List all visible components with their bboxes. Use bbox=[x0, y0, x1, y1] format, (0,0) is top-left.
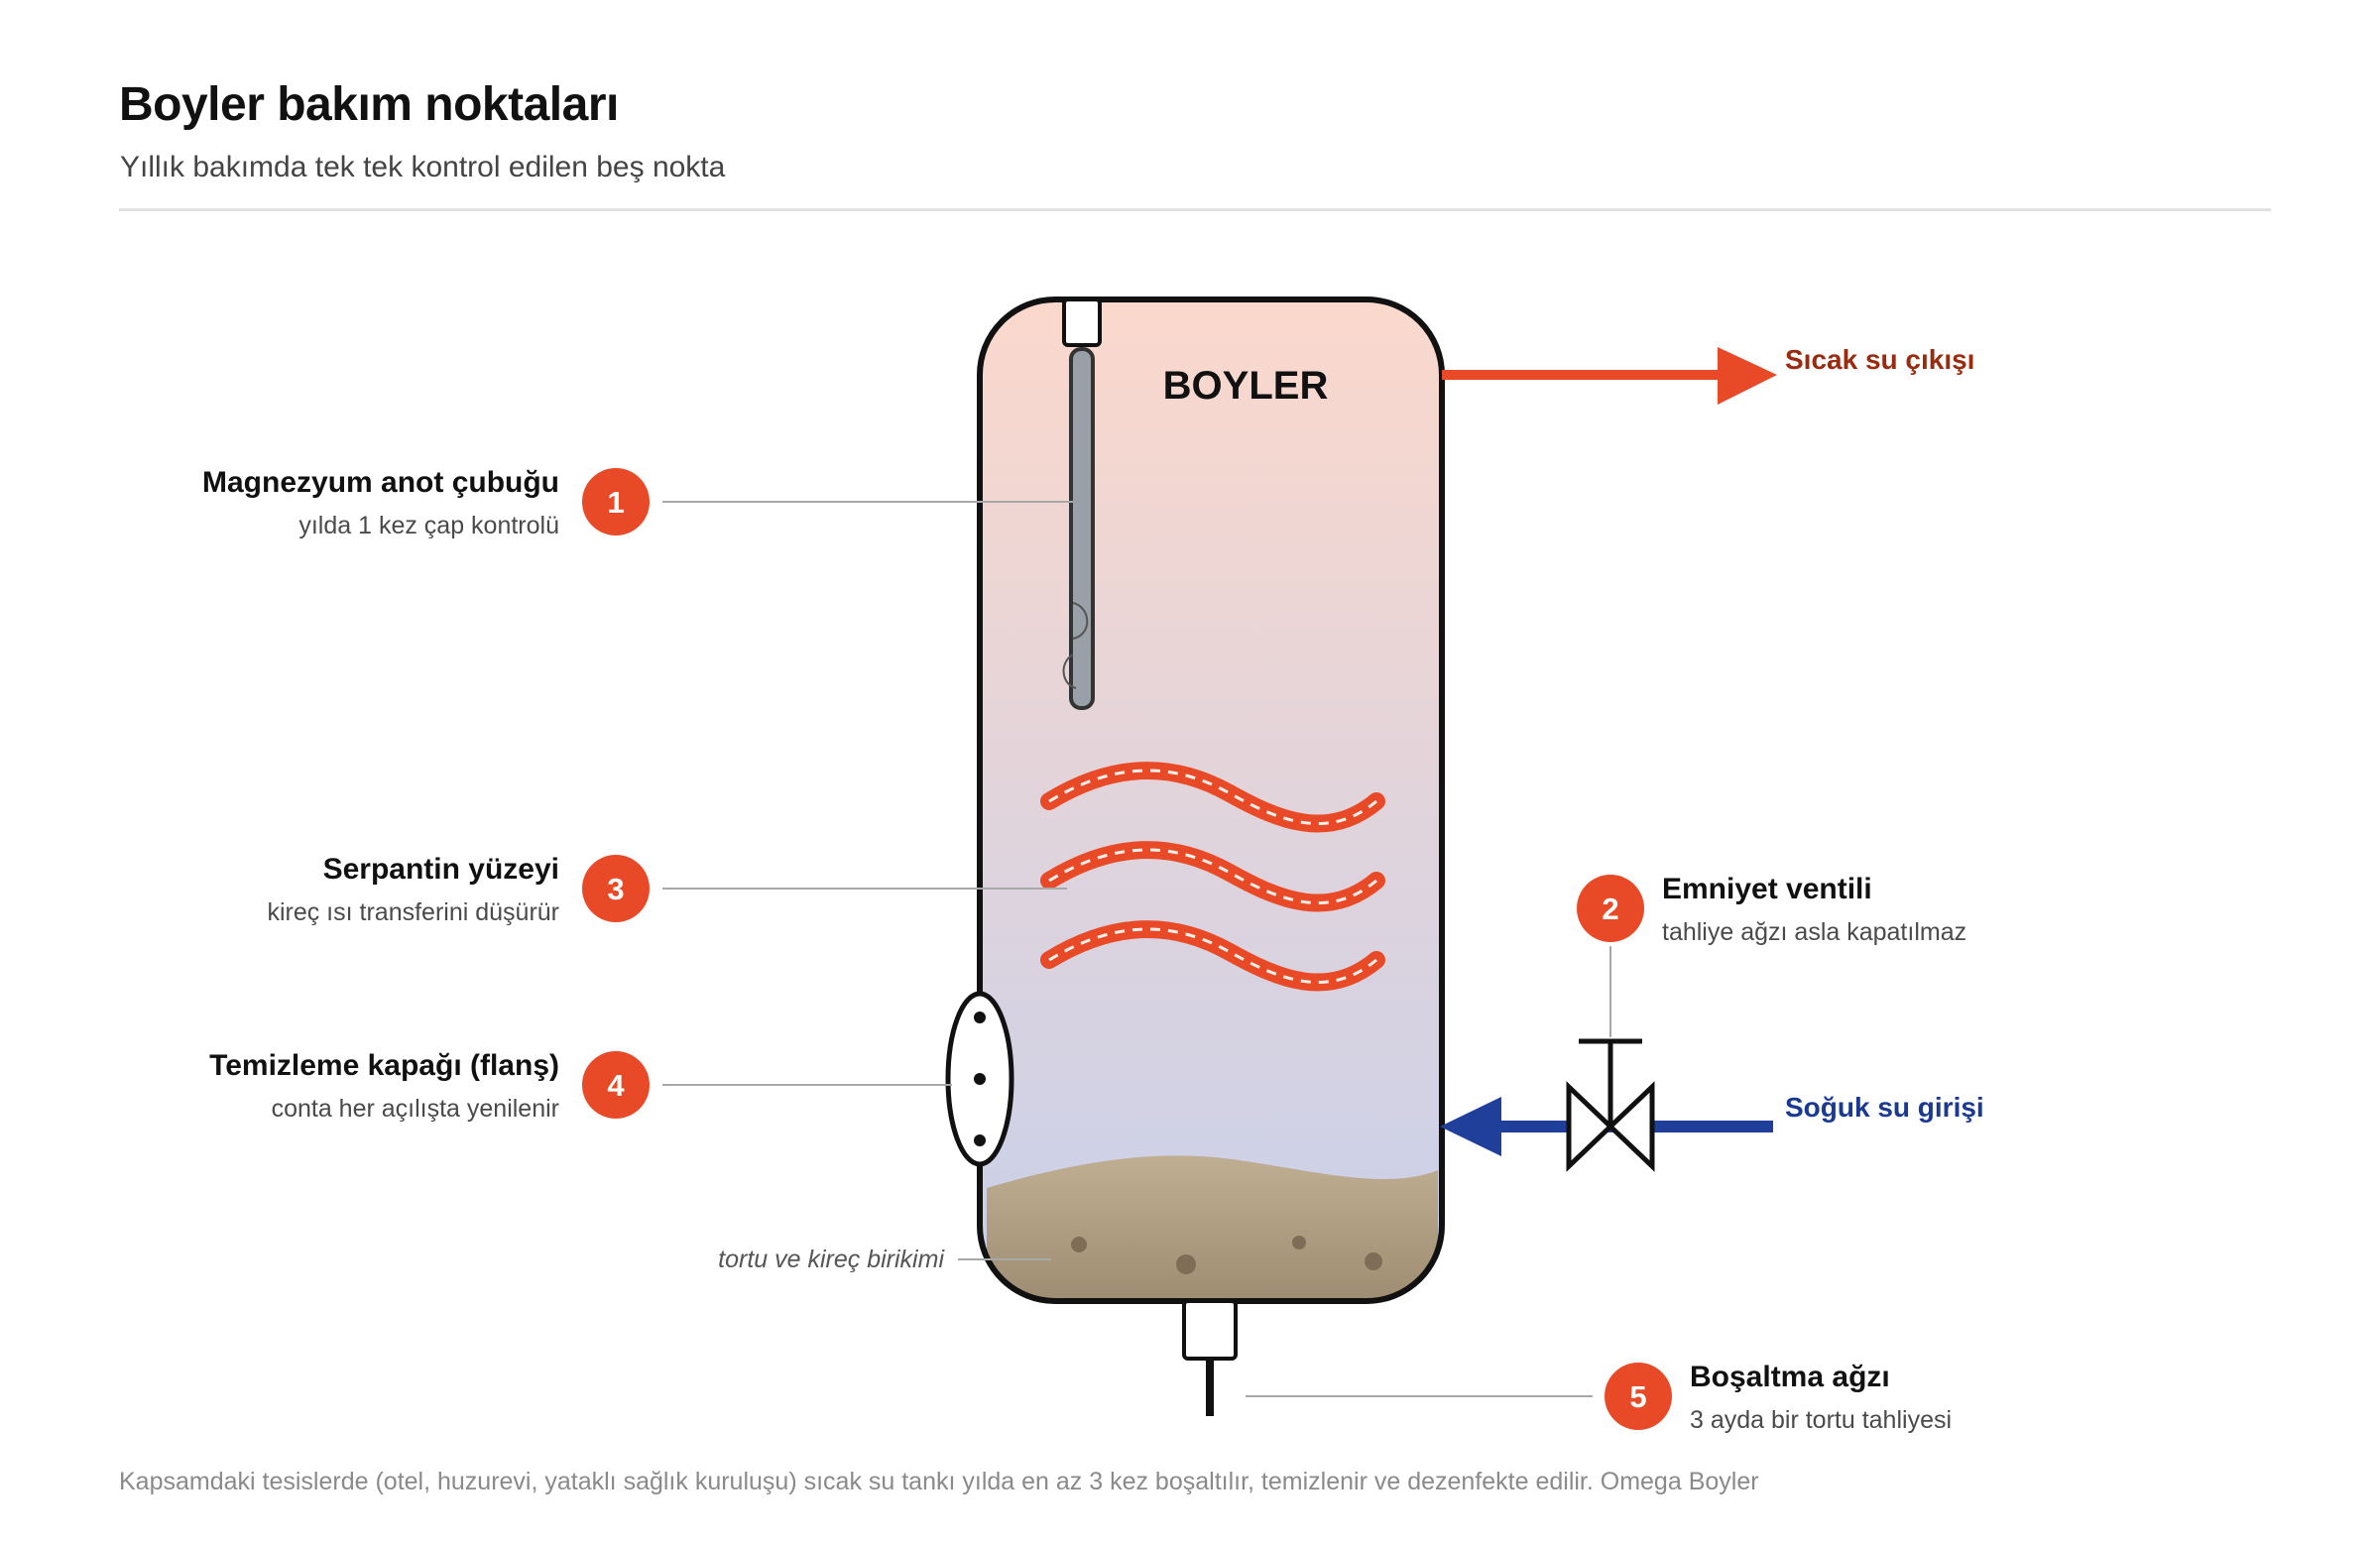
point-3-note: kireç ısı transferini düşürür bbox=[267, 898, 559, 926]
drain-icon bbox=[1182, 1299, 1238, 1416]
page-subtitle: Yıllık bakımda tek tek kontrol edilen be… bbox=[120, 151, 726, 183]
badge-3: 3 bbox=[582, 855, 650, 922]
page-title: Boyler bakım noktaları bbox=[119, 78, 619, 131]
cold-water-label: Soğuk su girişi bbox=[1785, 1092, 1984, 1123]
safety-valve-icon bbox=[1566, 1038, 1655, 1172]
svg-text:3: 3 bbox=[607, 872, 624, 906]
tank-label: BOYLER bbox=[1163, 364, 1329, 408]
point-5-note: 3 ayda bir tortu tahliyesi bbox=[1690, 1406, 1952, 1434]
badge-4: 4 bbox=[582, 1051, 650, 1119]
point-4-note: conta her açılışta yenilenir bbox=[272, 1095, 559, 1123]
badge-2: 2 bbox=[1577, 875, 1644, 942]
flange-icon bbox=[945, 991, 1014, 1167]
badge-5: 5 bbox=[1605, 1363, 1672, 1430]
svg-text:1: 1 bbox=[607, 485, 624, 520]
badge-1: 1 bbox=[582, 468, 650, 536]
header-divider bbox=[119, 208, 2271, 211]
point-4-title: Temizleme kapağı (flanş) bbox=[209, 1049, 559, 1082]
svg-text:5: 5 bbox=[1629, 1379, 1646, 1414]
footnote: Kapsamdaki tesislerde (otel, huzurevi, y… bbox=[119, 1468, 1759, 1495]
svg-text:4: 4 bbox=[607, 1068, 625, 1103]
point-3-title: Serpantin yüzeyi bbox=[323, 853, 559, 886]
leader-lines bbox=[662, 501, 1611, 1397]
point-5-title: Boşaltma ağzı bbox=[1690, 1361, 1890, 1393]
heating-coil-icon bbox=[1040, 762, 1385, 992]
svg-text:2: 2 bbox=[1602, 892, 1618, 926]
anode-rod-icon bbox=[1062, 298, 1102, 710]
point-2-note: tahliye ağzı asla kapatılmaz bbox=[1662, 918, 1966, 946]
sediment-label: tortu ve kireç birikimi bbox=[718, 1246, 945, 1273]
hot-water-label: Sıcak su çıkışı bbox=[1785, 344, 1974, 375]
point-1-title: Magnezyum anot çubuğu bbox=[202, 466, 559, 499]
point-1-note: yılda 1 kez çap kontrolü bbox=[298, 512, 559, 539]
sediment-layer bbox=[987, 1155, 1438, 1301]
point-2-title: Emniyet ventili bbox=[1662, 873, 1872, 905]
arrow-right-icon bbox=[1442, 347, 1777, 405]
